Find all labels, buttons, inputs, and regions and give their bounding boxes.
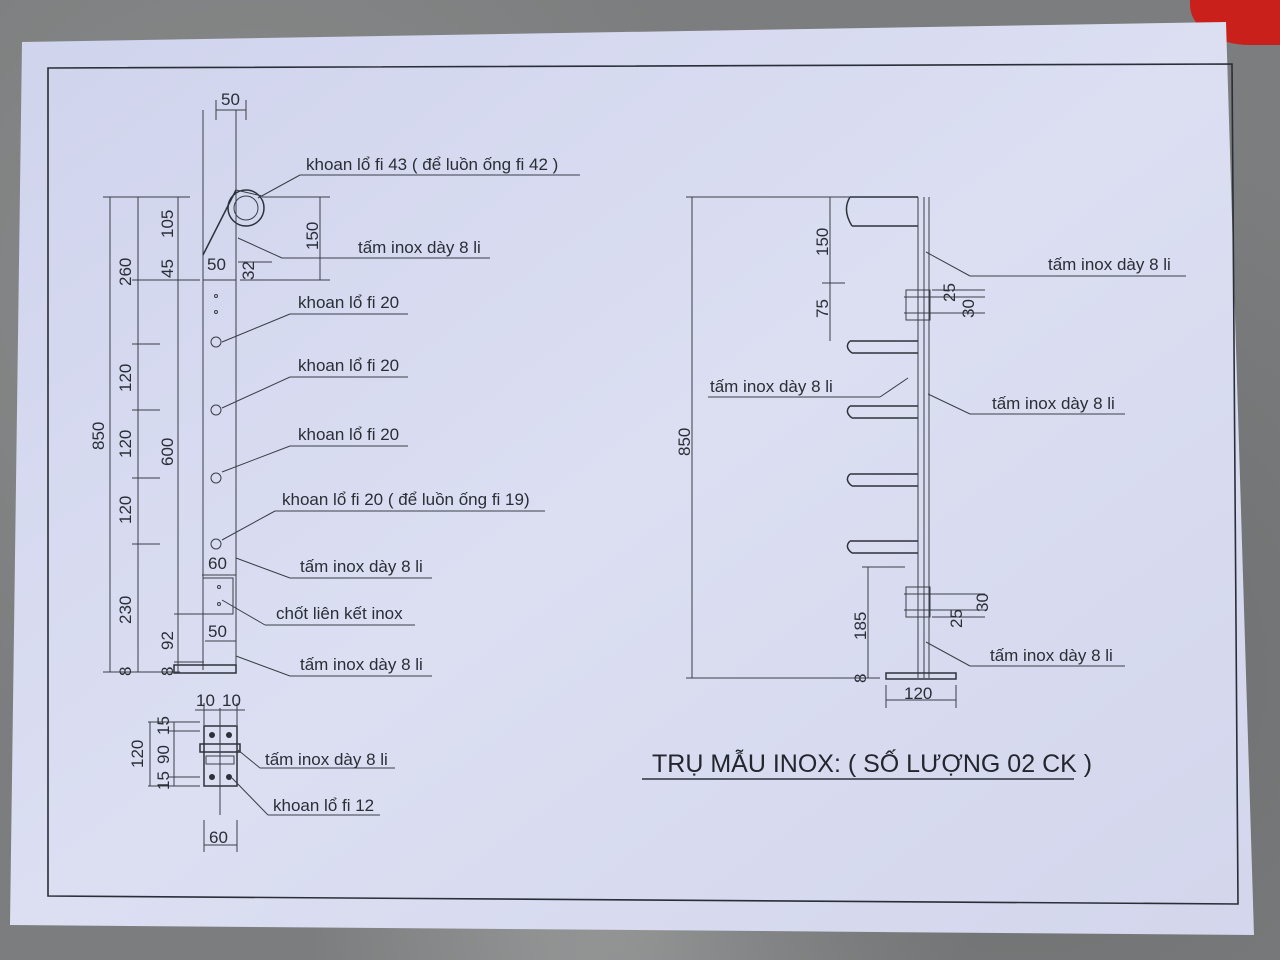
base-dim-60: 60: [209, 828, 228, 847]
callout-plate-base: tấm inox dày 8 li: [300, 655, 423, 674]
dim-120-a: 120: [116, 364, 135, 392]
base-plate-detail: [148, 703, 395, 852]
callout-plate-top: tấm inox dày 8 li: [358, 238, 481, 257]
dim-45: 45: [158, 259, 177, 278]
base-callout-hole-12: khoan lổ fi 12: [273, 796, 374, 815]
right-callout-plate-top: tấm inox dày 8 li: [1048, 255, 1171, 274]
base-dim-10-a: 10: [196, 691, 215, 710]
right-dim-120: 120: [904, 684, 932, 703]
dim-120-c: 120: [116, 496, 135, 524]
base-dim-15-b: 15: [154, 771, 173, 790]
right-dim-185: 185: [851, 612, 870, 640]
left-elevation: [103, 100, 580, 677]
callout-pin: chốt liên kết inox: [276, 604, 403, 623]
callout-hole-20-d: khoan lổ fi 20 ( để luồn ống fi 19): [282, 490, 530, 509]
border-frame: [47, 63, 1239, 905]
base-callout-plate: tấm inox dày 8 li: [265, 750, 388, 769]
callout-hole-20-b: khoan lổ fi 20: [298, 356, 399, 375]
dim-105: 105: [158, 210, 177, 238]
callout-hole-20-a: khoan lổ fi 20: [298, 293, 399, 312]
right-dim-overall-850: 850: [675, 428, 694, 456]
right-dim-30-a: 30: [959, 299, 978, 318]
dim-overall-850: 850: [89, 422, 108, 450]
dim-top-width: 50: [221, 90, 240, 109]
drawing-title: TRỤ MẪU INOX: ( SỐ LƯỢNG 02 CK ): [652, 748, 1092, 778]
dim-width-50-b: 50: [208, 622, 227, 641]
right-dim-8: 8: [851, 674, 870, 683]
base-dim-15-a: 15: [154, 716, 173, 735]
right-callout-plate-left: tấm inox dày 8 li: [710, 377, 833, 396]
right-dim-25-b: 25: [947, 609, 966, 628]
dim-92: 92: [158, 631, 177, 650]
dim-260: 260: [116, 258, 135, 286]
dim-width-50-a: 50: [207, 255, 226, 274]
dim-8: 8: [116, 667, 135, 676]
callout-hole-20-c: khoan lổ fi 20: [298, 425, 399, 444]
dim-width-60: 60: [208, 554, 227, 573]
paper: [10, 22, 1254, 935]
dim-120-b: 120: [116, 430, 135, 458]
base-dim-90: 90: [154, 745, 173, 764]
callout-hole-43: khoan lổ fi 43 ( để luồn ống fi 42 ): [306, 155, 558, 174]
base-dim-120: 120: [128, 740, 147, 768]
right-dim-30-b: 30: [973, 593, 992, 612]
right-callout-plate-right: tấm inox dày 8 li: [992, 394, 1115, 413]
right-dim-150: 150: [813, 228, 832, 256]
dim-230: 230: [116, 596, 135, 624]
dim-8-b: 8: [158, 667, 177, 676]
dim-32: 32: [239, 261, 258, 280]
right-side-view: [686, 196, 1186, 708]
dim-150: 150: [303, 222, 322, 250]
right-dim-25-a: 25: [940, 283, 959, 302]
right-dim-75: 75: [813, 299, 832, 318]
base-dim-10-b: 10: [222, 691, 241, 710]
dim-600: 600: [158, 438, 177, 466]
right-callout-plate-bottom: tấm inox dày 8 li: [990, 646, 1113, 665]
callout-plate-mid: tấm inox dày 8 li: [300, 557, 423, 576]
